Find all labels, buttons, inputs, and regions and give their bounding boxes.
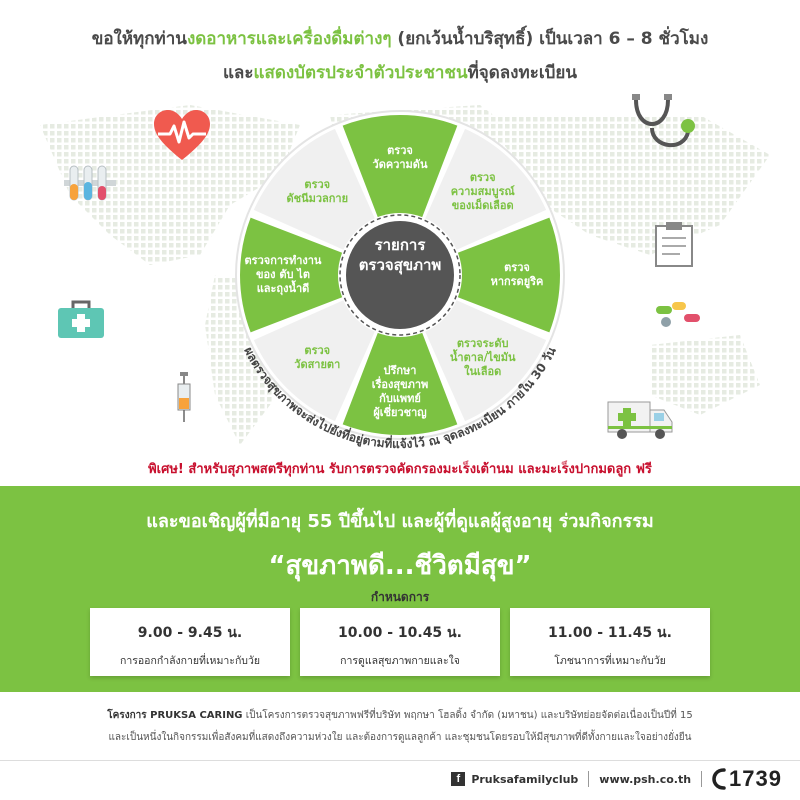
test-tubes-icon [64,165,116,201]
wheel-segment-label: ตรวจดัชนีมวลกาย [286,178,349,206]
wheel-segment [342,115,458,218]
schedule-heading: กำหนดการ [370,590,430,604]
schedule-card: 11.00 - 11.45 น. โภชนาการที่เหมาะกับวัย [510,608,710,676]
wheel-segment-label: ตรวจระดับน้ำตาล/ไขมันในเลือด [449,336,516,378]
health-check-wheel: ผลตรวจสุขภาพจะส่งไปยังที่อยู่ตามที่แจ้งไ… [220,95,580,455]
schedule-card: 9.00 - 9.45 น. การออกกำลังกายที่เหมาะกับ… [90,608,290,676]
ambulance-icon [607,401,673,439]
intro-highlight-fasting: งดอาหารและเครื่องดื่มต่างๆ [186,29,392,49]
clipboard-icon [655,222,693,267]
special-offer-text: พิเศษ! สำหรับสุภาพสตรีทุกท่าน รับการตรวจ… [148,462,652,477]
intro-line-2: และแสดงบัตรประจำตัวประชาชนที่จุดลงทะเบีย… [222,63,578,83]
footer-separator [701,771,703,787]
hotline-number[interactable]: 1739 [729,766,782,791]
project-name: โครงการ PRUKSA CARING [107,710,243,721]
wheel-segment [425,128,547,250]
wheel-segment [240,217,343,333]
footer-divider [0,760,800,761]
wheel-segment-label: ตรวจวัดความดัน [372,144,428,171]
wheel-center-title: รายการ ตรวจสุขภาพ [358,236,442,274]
intro-highlight-id-card: แสดงบัตรประจำตัวประชาชน [253,63,468,83]
wheel-segment-label: ปรึกษาเรื่องสุขภาพกับแพทย์ผู้เชี่ยวชาญ [371,364,429,419]
wheel-segment-label: ตรวจวัดสายตา [294,343,341,371]
website-link[interactable]: www.psh.co.th [599,772,692,786]
facebook-icon: f [451,772,466,786]
wheel-graphic: ผลตรวจสุขภาพจะส่งไปยังที่อยู่ตามที่แจ้งไ… [235,110,565,451]
schedule-card: 10.00 - 10.45 น. การดูแลสุขภาพกายและใจ [300,608,500,676]
heart-rate-icon [154,110,210,160]
syringe-icon [177,372,191,422]
project-note-line-2: และเป็นหนึ่งในกิจกรรมเพื่อสังคมที่แสดงถึ… [108,732,692,743]
schedule-activity: การดูแลสุขภาพกายและใจ [340,655,460,667]
footer: f Pruksafamilyclub www.psh.co.th 1739 [451,766,782,792]
stethoscope-icon [632,94,695,148]
phone-icon [712,768,726,790]
project-note-line-1: โครงการ PRUKSA CARING เป็นโครงการตรวจสุข… [107,710,693,721]
first-aid-kit-icon [58,300,104,338]
wheel-segment [253,128,375,250]
wheel-center [346,221,454,329]
schedule-time: 9.00 - 9.45 น. [137,625,243,641]
schedule-activity: โภชนาการที่เหมาะกับวัย [554,655,666,667]
invitation-text: และขอเชิญผู้ที่มีอายุ 55 ปีขึ้นไป และผู้… [146,511,654,532]
intro-text: ขอให้ทุกท่านงดอาหารและเครื่องดื่มต่างๆ (… [0,22,800,90]
footer-separator [588,771,590,787]
intro-line-1: ขอให้ทุกท่านงดอาหารและเครื่องดื่มต่างๆ (… [91,29,709,49]
schedule-activity: การออกกำลังกายที่เหมาะกับวัย [119,655,261,667]
pills-icon [656,302,700,327]
wheel-segment [342,332,458,435]
wheel-segment [253,300,375,422]
wheel-segment-label: ตรวจหากรดยูริค [490,261,544,288]
wheel-segment [457,217,560,333]
wheel-segment-label: ตรวจความสมบูรณ์ของเม็ดเลือด [450,171,515,213]
wheel-segment-label: ตรวจการทำงานของ ตับ ไตและถุงน้ำดี [244,254,322,295]
schedule-time: 10.00 - 10.45 น. [338,625,462,641]
activity-title: “สุขภาพดี...ชีวิตมีสุข” [268,551,532,581]
facebook-link[interactable]: Pruksafamilyclub [471,772,579,786]
schedule-time: 11.00 - 11.45 น. [548,625,672,641]
wheel-segment [425,300,547,422]
